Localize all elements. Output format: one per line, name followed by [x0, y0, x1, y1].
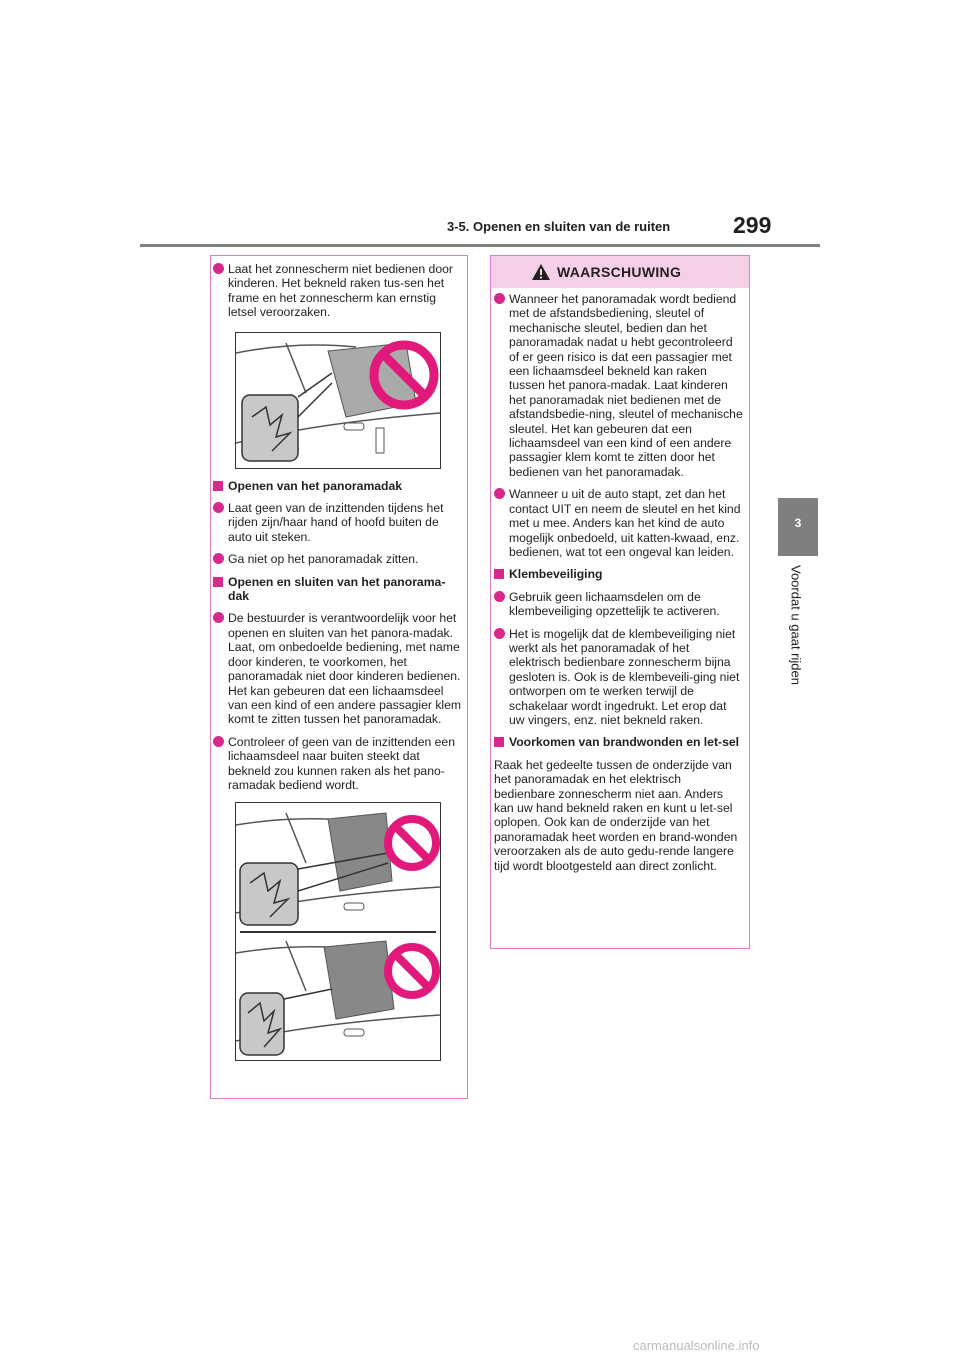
- left-content-frame: [210, 255, 468, 1099]
- bullet-icon: [213, 502, 224, 514]
- page-number: 299: [733, 212, 772, 238]
- section-heading: Openen van het panoramadak: [213, 479, 463, 493]
- list-item: Het is mogelijk dat de klembeveiliging n…: [494, 627, 744, 728]
- right-column: Wanneer het panoramadak wordt bediend me…: [494, 292, 744, 881]
- warning-triangle-icon: [532, 264, 550, 280]
- bullet-icon: [494, 627, 505, 639]
- bullet-icon: [494, 293, 505, 304]
- list-item: Ga niet op het panoramadak zitten.: [213, 552, 463, 566]
- list-item: Gebruik geen lichaamsdelen om de klembev…: [494, 590, 744, 619]
- list-item: Wanneer u uit de auto stapt, zet dan het…: [494, 487, 744, 559]
- paragraph: Raak het gedeelte tussen de onderzijde v…: [494, 757, 738, 873]
- list-item: Controleer of geen van de inzittenden ee…: [213, 735, 463, 793]
- right-warning-frame: WAARSCHUWING: [490, 255, 750, 949]
- sunshade-illustration: [235, 331, 441, 469]
- left-column: Laat het zonnescherm niet bedienen door …: [213, 262, 463, 1071]
- bullet-icon: [213, 263, 224, 274]
- chapter-tab[interactable]: 3: [778, 498, 818, 556]
- bullet-icon: [494, 590, 505, 602]
- bullet-icon: [213, 735, 224, 747]
- bullet-icon: [494, 488, 505, 500]
- warning-header: WAARSCHUWING: [491, 256, 749, 288]
- square-bullet-icon: [494, 569, 504, 580]
- square-bullet-icon: [213, 480, 223, 491]
- chapter-side-label: Voordat u gaat rijden: [788, 565, 804, 685]
- list-item: Laat geen van de inzittenden tijdens het…: [213, 501, 463, 544]
- panoramic-roof-illustration: [235, 802, 441, 1062]
- header-section-title: 3-5. Openen en sluiten van de ruiten: [447, 219, 671, 234]
- section-heading: Openen en sluiten van het panorama-dak: [213, 575, 463, 604]
- list-item: Laat het zonnescherm niet bedienen door …: [213, 262, 463, 320]
- header-rule: [140, 244, 820, 247]
- warning-title: WAARSCHUWING: [557, 264, 682, 280]
- square-bullet-icon: [494, 737, 504, 748]
- square-bullet-icon: [213, 576, 223, 587]
- list-item: Wanneer het panoramadak wordt bediend me…: [494, 292, 744, 479]
- watermark[interactable]: carmanualsonline.info: [633, 1338, 760, 1353]
- bullet-icon: [213, 612, 224, 624]
- list-item: De bestuurder is verantwoordelijk voor h…: [213, 611, 463, 726]
- bullet-icon: [213, 553, 224, 565]
- section-heading: Voorkomen van brandwonden en let-sel: [494, 735, 744, 749]
- section-heading: Klembeveiliging: [494, 567, 744, 581]
